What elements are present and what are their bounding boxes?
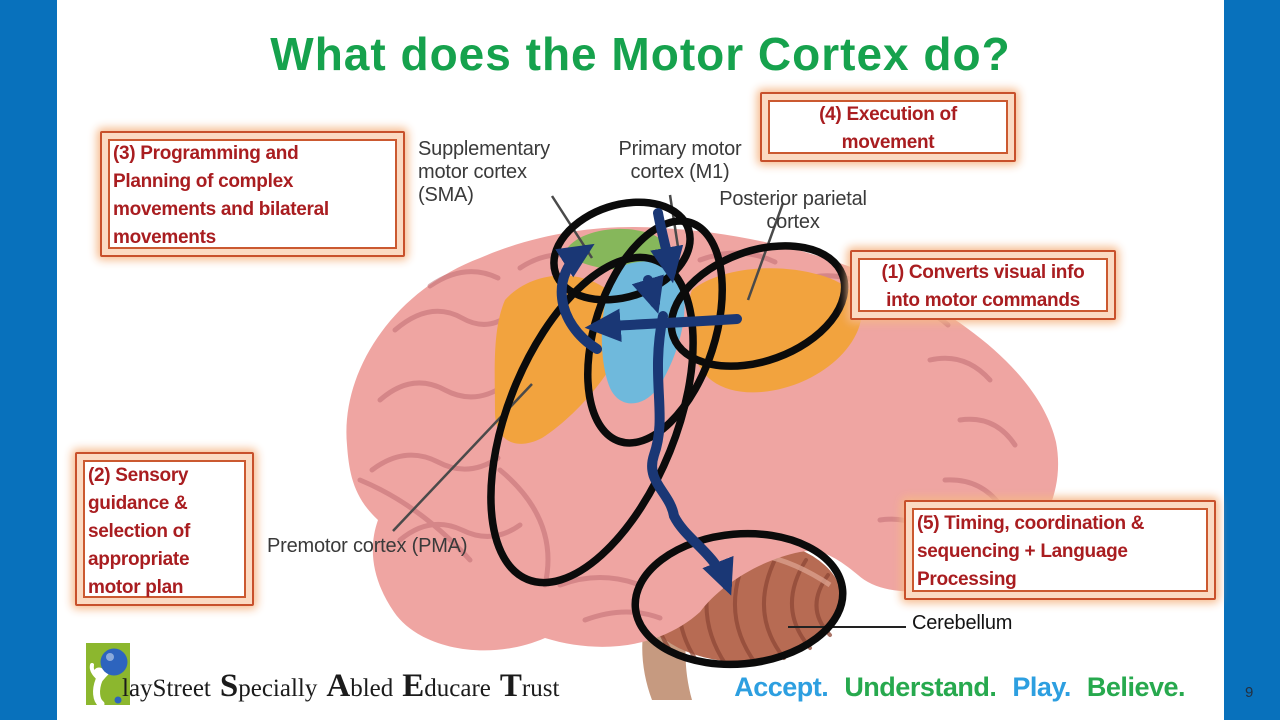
tagline-play: Play. (1012, 672, 1071, 702)
logo-blue-dot (114, 696, 122, 704)
brand-word: Educare (402, 668, 491, 704)
brand-word: Specially (219, 668, 318, 704)
ellipse-posterior-parietal (667, 242, 849, 370)
footer-tagline: Accept. Understand. Play. Believe. (725, 672, 1185, 703)
label-primary-motor-cortex: Primary motor cortex (M1) (618, 138, 742, 183)
label-supplementary-motor-cortex: Supplementary motor cortex (SMA) (418, 138, 550, 206)
right-border-bar (1224, 0, 1280, 720)
label-premotor-cortex: Premotor cortex (PMA) (267, 535, 468, 557)
playstreet-logo (86, 643, 130, 708)
brand-word: Abled (326, 668, 394, 704)
arrow-down-short (631, 274, 664, 314)
callout-timing-coordination: (5) Timing, coordination & sequencing + … (904, 500, 1216, 600)
slide-title: What does the Motor Cortex do? (270, 28, 1011, 80)
ellipse-cerebellum (631, 529, 847, 669)
brand-pre: layStreet (122, 675, 211, 702)
tagline-accept: Accept. (734, 672, 829, 702)
arrow-down-to-cerebellum (647, 311, 734, 596)
brand-word: Trust (499, 668, 560, 704)
cortical-regions (494, 228, 862, 444)
callout-sensory-guidance: (2) Sensory guidance & selection of appr… (75, 452, 254, 606)
arrow-down-to-m1 (650, 208, 684, 284)
page-number: 9 (1245, 684, 1254, 701)
pointer-posterior-parietal (746, 202, 785, 301)
flow-arrows (555, 208, 742, 596)
region-posterior-parietal-orange (688, 268, 862, 393)
left-border-bar (0, 0, 57, 720)
logo-ball-highlight (106, 653, 114, 661)
logo-blue-ball (100, 648, 128, 676)
label-posterior-parietal-cortex: Posterior parietal cortex (719, 188, 867, 233)
tagline-understand: Understand. (844, 672, 997, 702)
label-cerebellum: Cerebellum (912, 612, 1013, 634)
callout-execution-of-movement: (4) Execution of movement (760, 92, 1016, 162)
callout-converts-visual-info: (1) Converts visual info into motor comm… (850, 250, 1116, 320)
tagline-believe: Believe. (1086, 672, 1186, 702)
callout-programming-planning: (3) Programming and Planning of complex … (100, 131, 405, 257)
